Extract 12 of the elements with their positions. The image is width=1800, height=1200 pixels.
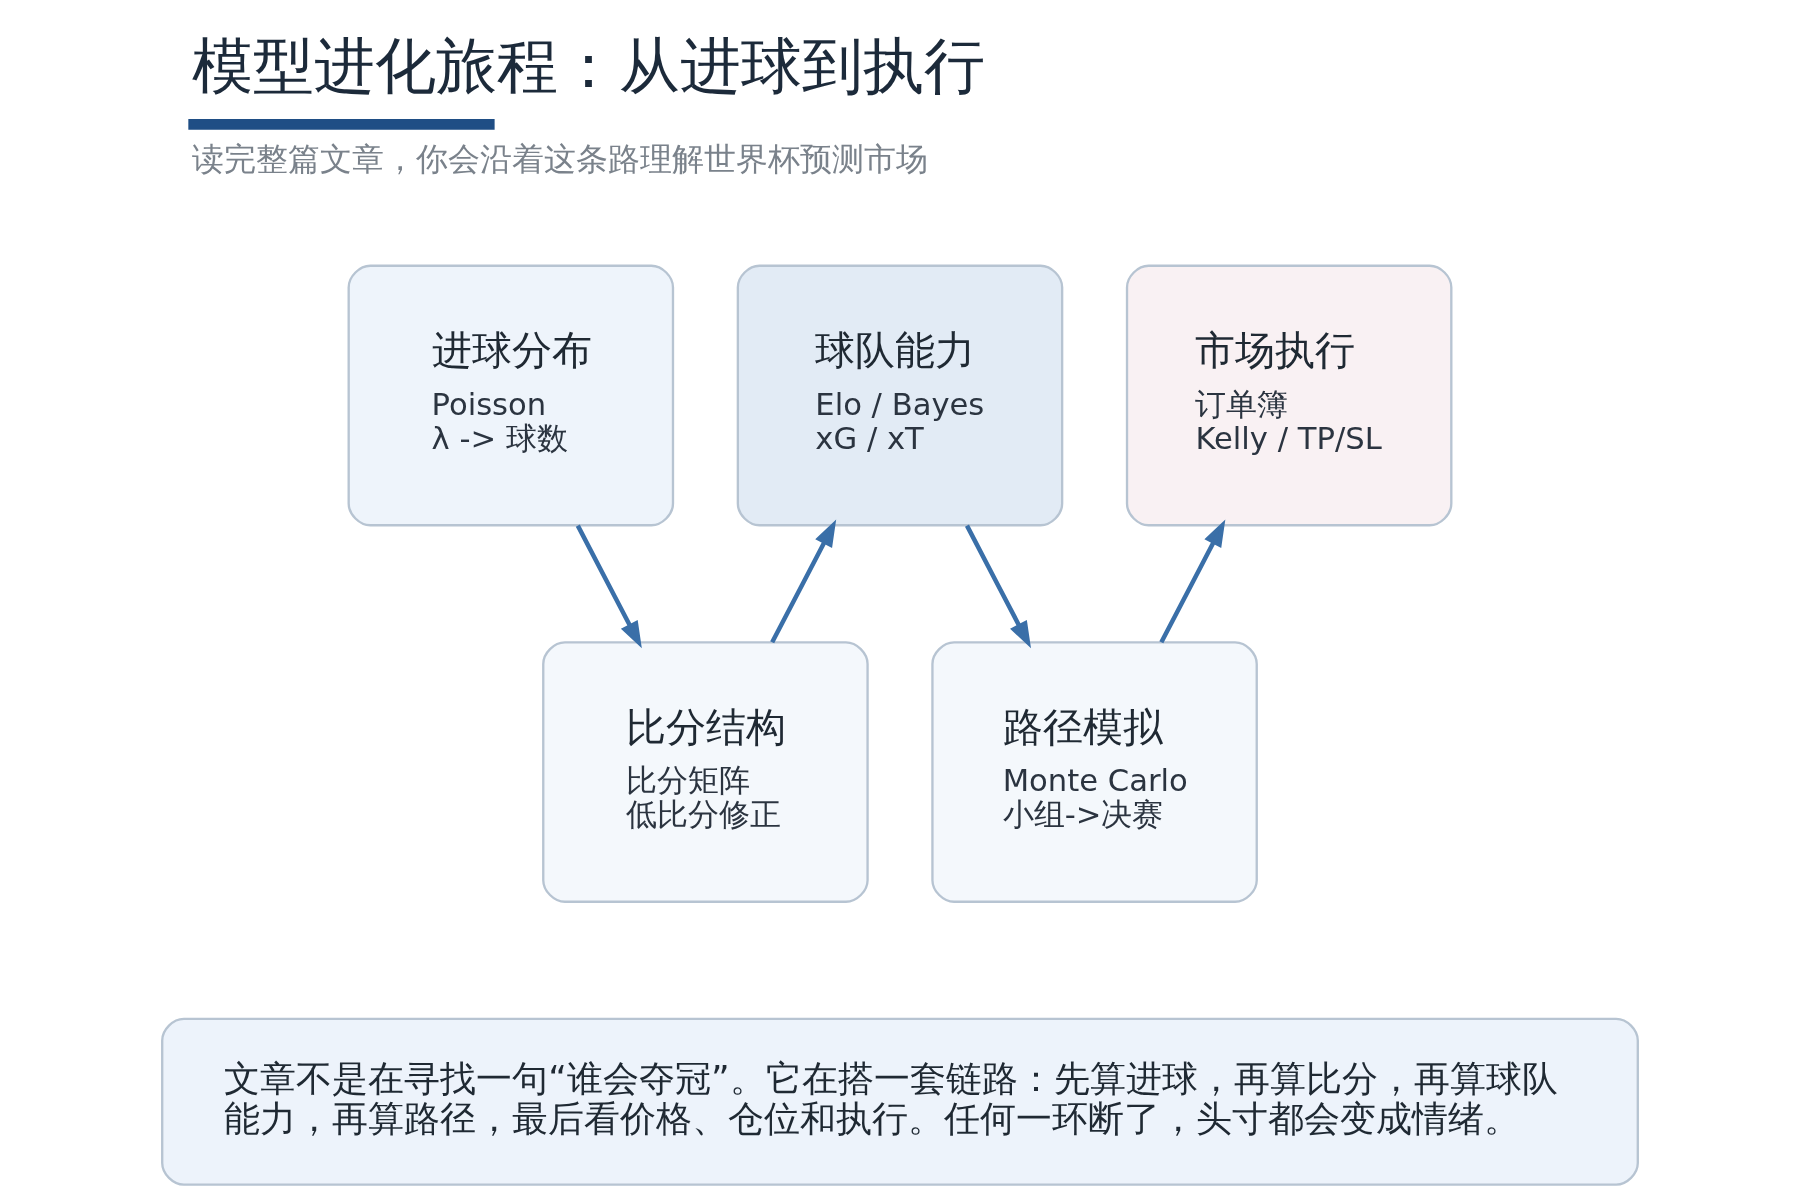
node-box: 路径模拟 Monte Carlo 小组->决赛 (931, 641, 1258, 903)
diagram-title: 模型进化旅程：从进球到执行 (191, 29, 985, 101)
caption: 读完整篇文章，你会沿着这条路理解世界杯预测市场 (191, 140, 928, 179)
arrow (1159, 519, 1226, 644)
node-box: 比分结构 比分矩阵 低比分修正 (542, 641, 869, 903)
node-box: 进球分布 Poisson λ -> 球数 (347, 264, 675, 527)
arrow (770, 519, 837, 644)
arrow (575, 524, 642, 649)
node-box: 球队能力 Elo / Bayes xG / xT (736, 264, 1064, 527)
node-box: 文章不是在寻找一句“谁会夺冠”。它在搭一套链路：先算进球，再算比分，再算球队能力，再算路径，最后看价格、仓位和执行。任何一环断了，头寸都会变成情绪。 (161, 1017, 1639, 1186)
node-box: 市场执行 订单簿 Kelly / TP/SL (1125, 264, 1453, 527)
arrow (964, 524, 1031, 649)
